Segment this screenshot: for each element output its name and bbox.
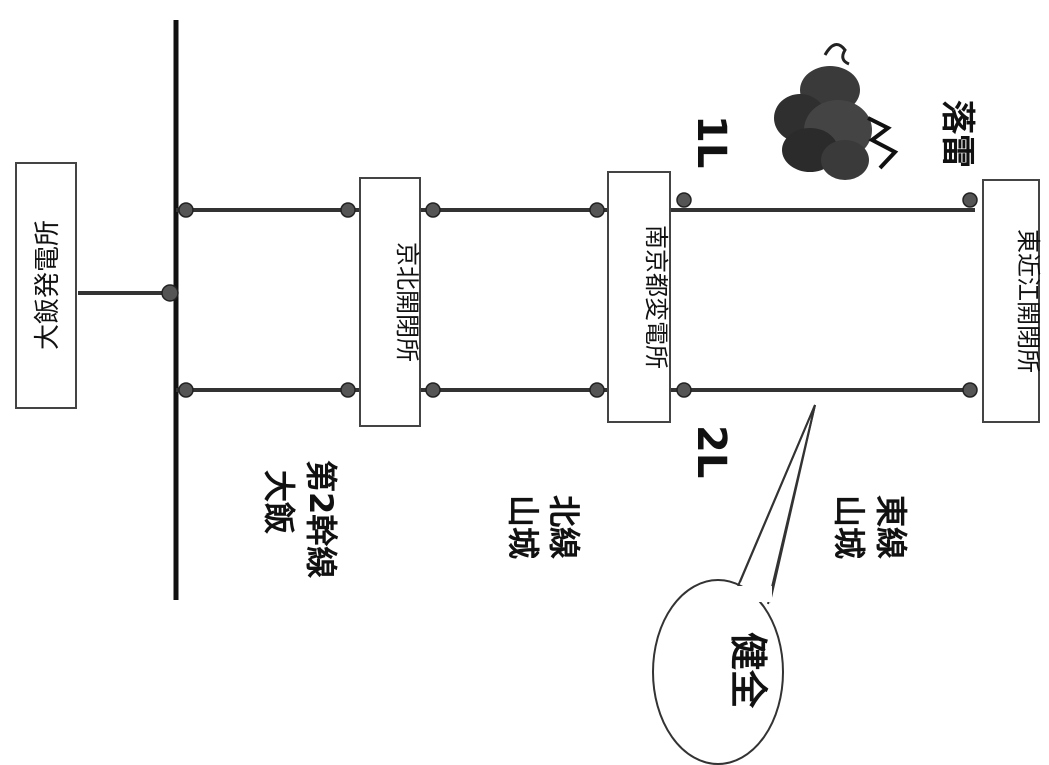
minamikyoto-substation-box [607,171,671,423]
node [178,202,194,218]
node [425,202,441,218]
node [425,382,441,398]
lightning-bolt-icon [867,116,899,170]
node [589,202,605,218]
node [589,382,605,398]
circuit-2l-label: 2L [688,425,734,478]
node [962,382,978,398]
svg-text:北線: 北線 [545,495,583,559]
node [676,192,692,208]
yamashiro-north-line-label: 山城 北線 [504,495,583,559]
node [962,192,978,208]
svg-text:山城: 山城 [504,495,542,559]
svg-text:第2幹線: 第2幹線 [302,460,340,578]
svg-text:東線: 東線 [872,495,910,559]
power-plant-label: 大飯発電所 [33,220,63,350]
thundercloud-icon [774,43,872,180]
keihoku-switch-label: 京北開閉所 [393,242,421,362]
keihoku-switch-box [359,177,421,427]
ohi-trunk-line-label: 大飯 第2幹線 [260,460,340,578]
minamikyoto-substation-label: 南京都変電所 [642,225,670,369]
healthy-label: 健全 [726,632,770,709]
node [676,382,692,398]
node [340,202,356,218]
higashioumi-switch-label: 東近江開閉所 [1014,229,1042,373]
circuit-1l-label: 1L [688,115,734,168]
svg-text:大飯: 大飯 [260,470,298,534]
svg-text:山城: 山城 [830,495,868,559]
power-plant-box [15,162,77,409]
speech-bubble [652,404,816,765]
higashioumi-switch-box [982,179,1040,423]
node [161,284,179,302]
connection-nodes [161,192,978,398]
lightning-label: 落雷 [937,100,977,168]
node [178,382,194,398]
node [340,382,356,398]
yamashiro-east-line-label: 山城 東線 [830,495,910,559]
